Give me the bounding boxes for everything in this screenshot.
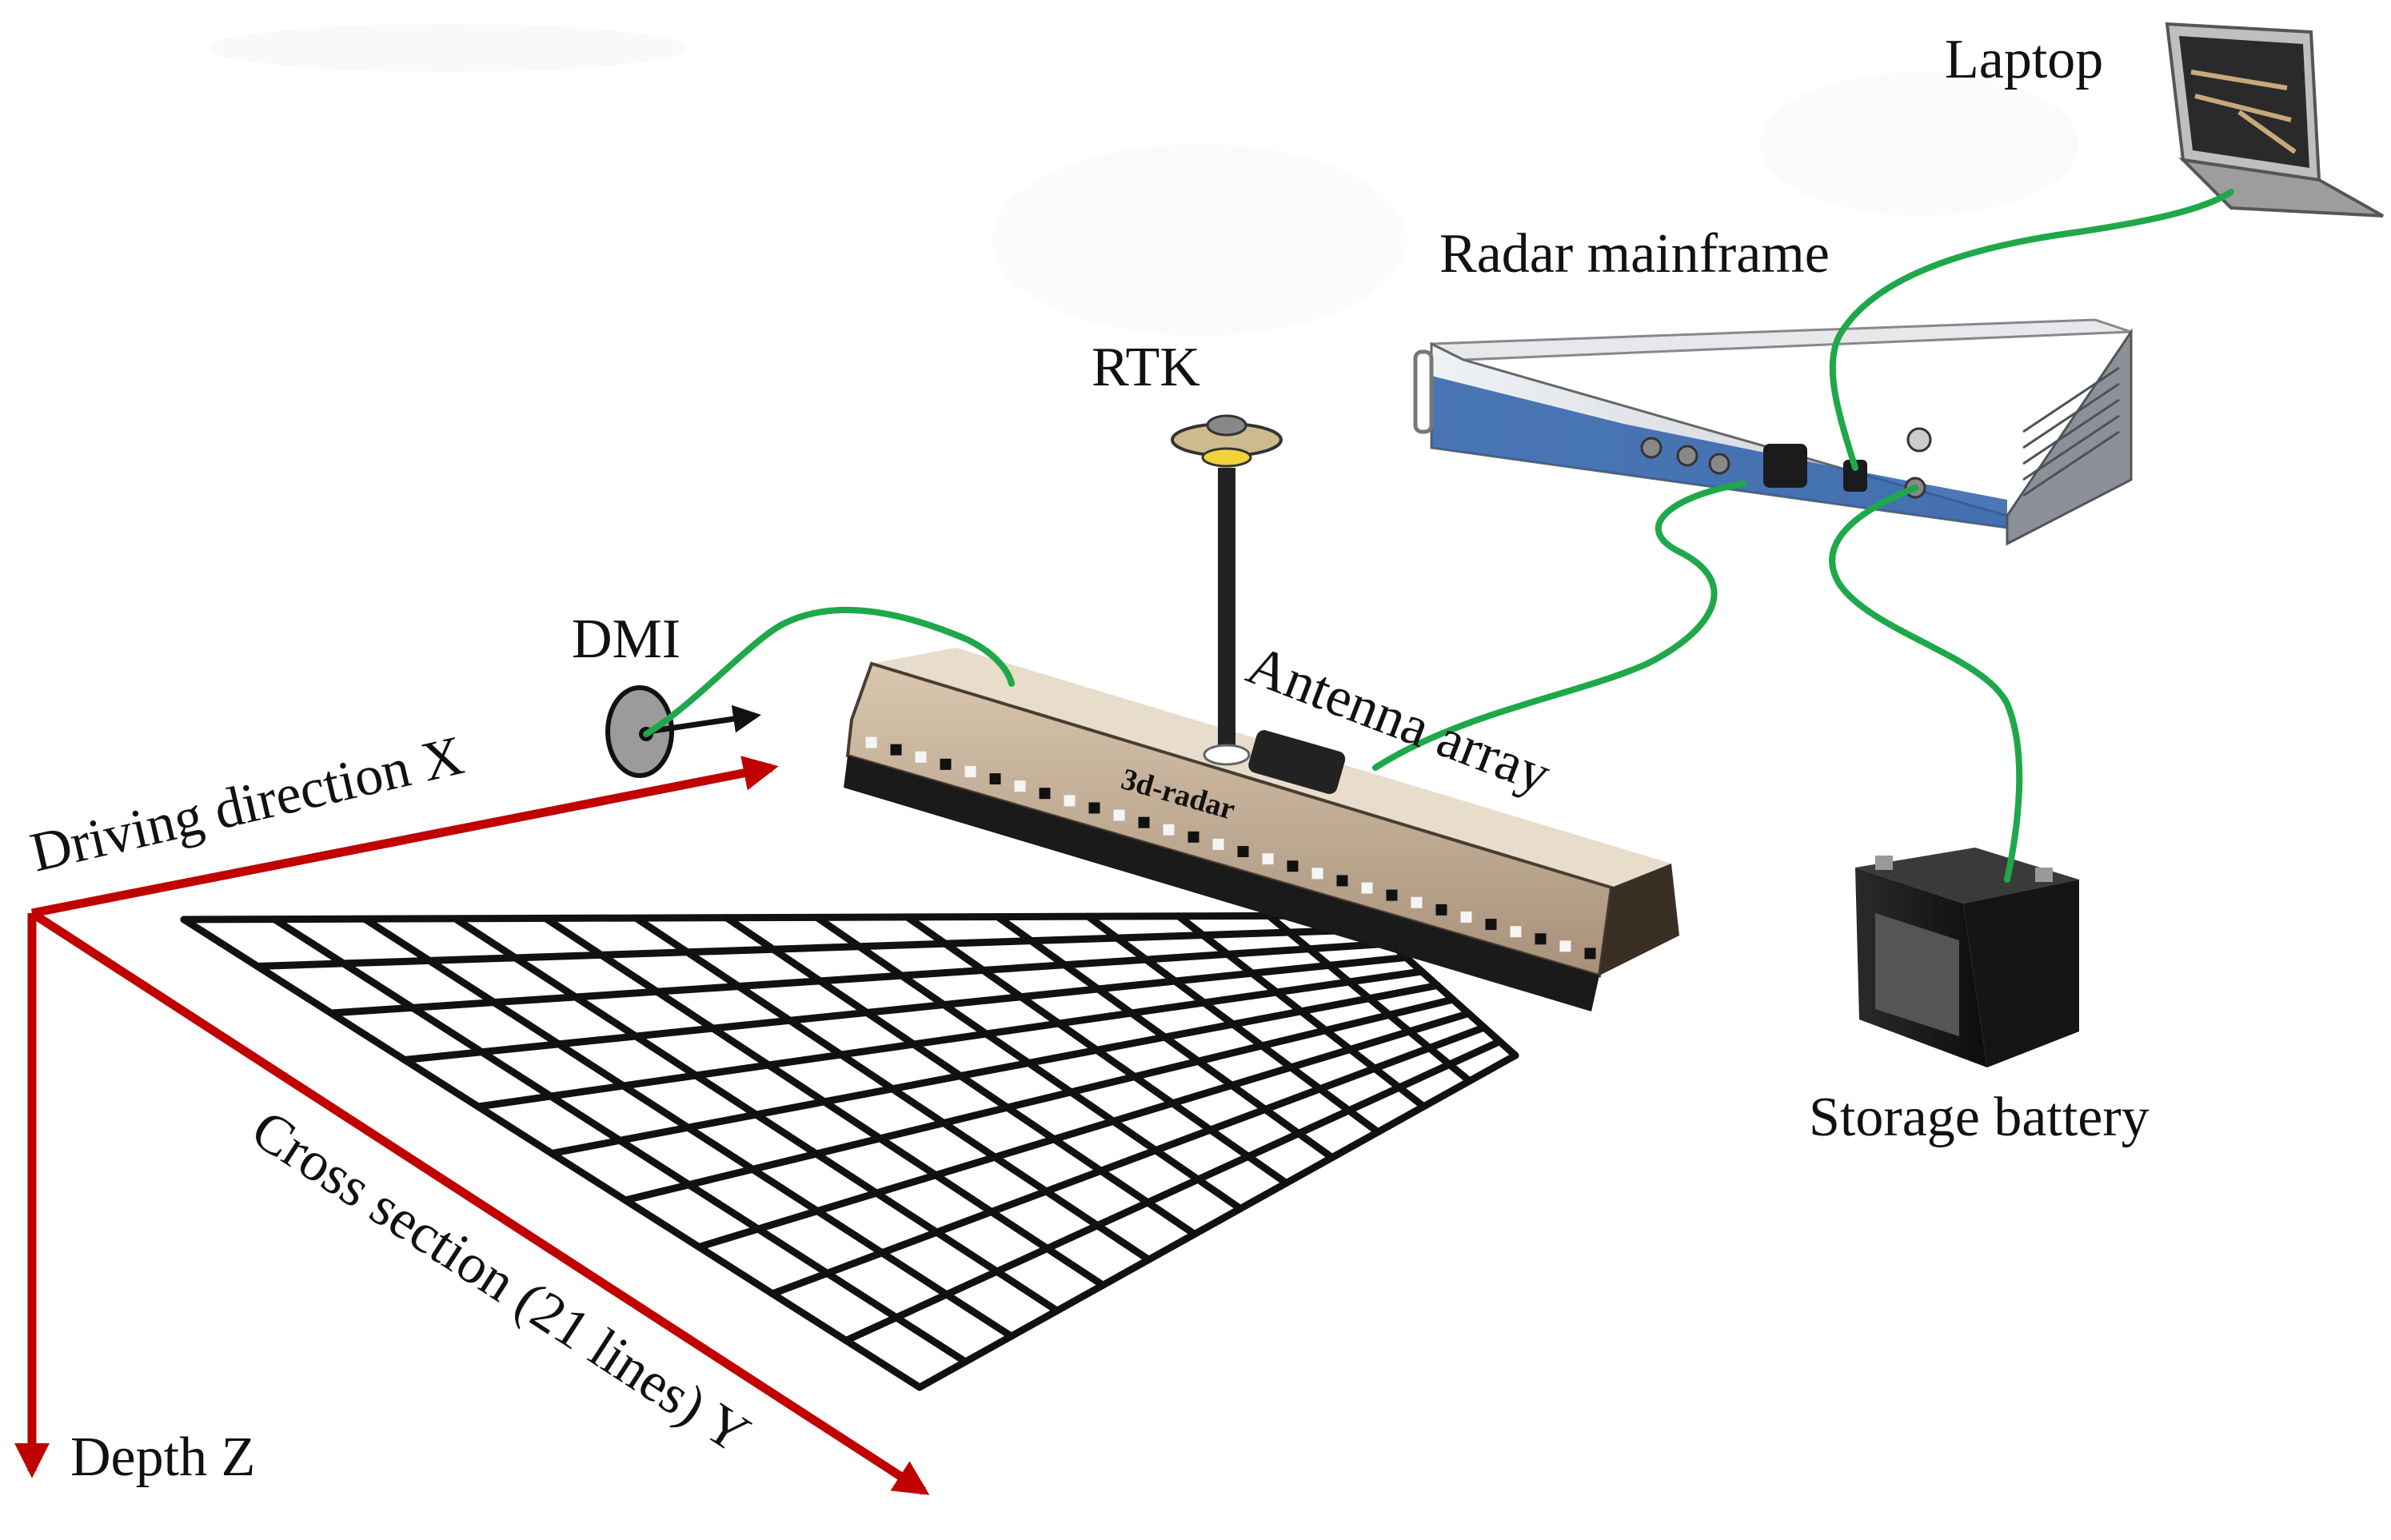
antenna-element bbox=[915, 751, 927, 763]
rtk-pole-base bbox=[1203, 744, 1251, 766]
antenna-connector-box bbox=[1248, 730, 1346, 795]
antenna-array: 3d-radar bbox=[844, 648, 1679, 1011]
mainframe-power-knob bbox=[1906, 427, 1932, 453]
antenna-element bbox=[1064, 795, 1076, 807]
antenna-element bbox=[1584, 948, 1596, 960]
battery-label-panel bbox=[1875, 912, 1959, 1037]
antenna-element bbox=[1411, 896, 1423, 908]
background-smudges bbox=[208, 24, 2079, 336]
antenna-element bbox=[1535, 933, 1547, 945]
laptop-keyboard-base bbox=[2178, 158, 2384, 217]
mainframe-vents bbox=[2022, 366, 2120, 497]
mainframe-antenna-connector bbox=[1763, 444, 1807, 488]
battery-terminal-pos bbox=[1875, 856, 1893, 870]
laptop-device bbox=[2165, 22, 2384, 217]
antenna-element bbox=[890, 744, 902, 756]
antenna-element bbox=[1510, 926, 1522, 938]
rtk-label: RTK bbox=[1092, 337, 1200, 398]
dmi-direction-arrow bbox=[647, 704, 761, 735]
cable-mainframe-to-battery bbox=[1829, 485, 2023, 883]
grid-line-transverse bbox=[842, 1038, 1503, 1344]
cable-dmi-to-antenna bbox=[643, 607, 1015, 737]
radar-mainframe-label: Radar mainframe bbox=[1439, 223, 1830, 285]
antenna-element bbox=[1485, 919, 1497, 931]
driving-direction-label: Driving direction X bbox=[25, 724, 469, 884]
antenna-element bbox=[1088, 802, 1100, 814]
grid-line-transverse bbox=[180, 912, 1363, 924]
mainframe-port-1 bbox=[1640, 437, 1663, 459]
antenna-element bbox=[1039, 788, 1051, 800]
measurement-grid bbox=[180, 912, 1519, 1391]
mainframe-port-2 bbox=[1676, 445, 1698, 467]
antenna-element bbox=[1212, 838, 1224, 850]
mainframe-side bbox=[2006, 328, 2133, 546]
antenna-element bbox=[1113, 809, 1125, 821]
antenna-element-row bbox=[865, 736, 1596, 960]
antenna-element bbox=[1262, 853, 1274, 865]
battery-top bbox=[1855, 848, 2079, 904]
antenna-element bbox=[1237, 846, 1249, 858]
dmi-label: DMI bbox=[572, 608, 681, 670]
antenna-element bbox=[865, 736, 877, 748]
antenna-element bbox=[1163, 824, 1175, 836]
battery-device bbox=[1855, 848, 2079, 1067]
battery-side bbox=[1963, 880, 2079, 1067]
grid-line-transverse bbox=[327, 940, 1395, 1017]
mainframe-laptop-port bbox=[1843, 460, 1867, 492]
grid-line-transverse bbox=[474, 967, 1426, 1111]
antenna-element bbox=[1435, 904, 1447, 916]
antenna-element bbox=[1460, 911, 1472, 923]
cable-antenna-to-mainframe bbox=[1372, 481, 1746, 771]
antenna-element bbox=[1287, 860, 1299, 872]
antenna-element bbox=[1188, 831, 1199, 843]
antenna-element bbox=[1014, 780, 1026, 792]
rtk-receiver bbox=[1171, 414, 1283, 766]
axes bbox=[14, 756, 930, 1495]
dmi-wheel bbox=[605, 685, 761, 778]
antenna-bottom-strip bbox=[844, 756, 1599, 1011]
mainframe-top bbox=[1431, 318, 2132, 361]
antenna-element bbox=[1138, 816, 1150, 828]
antenna-element bbox=[1311, 868, 1323, 880]
antenna-element bbox=[1386, 889, 1398, 901]
grid-line-transverse bbox=[401, 954, 1410, 1063]
storage-battery-label: Storage battery bbox=[1809, 1087, 2150, 1148]
grid-line-transverse bbox=[548, 982, 1441, 1157]
battery-terminal-neg bbox=[2035, 868, 2053, 882]
grid-line-transverse bbox=[916, 1051, 1519, 1391]
mainframe-handle-left bbox=[1413, 349, 1434, 434]
laptop-screen-streaks bbox=[2190, 70, 2297, 154]
antenna-end-face bbox=[1599, 864, 1679, 975]
antenna-element bbox=[989, 773, 1001, 785]
cross-section-label: Cross section (21 lines) Y bbox=[241, 1099, 760, 1466]
grid-line-transverse bbox=[621, 995, 1457, 1204]
antenna-element bbox=[964, 765, 976, 777]
axis-x bbox=[30, 756, 779, 918]
rtk-dome bbox=[1206, 414, 1247, 437]
rtk-band bbox=[1201, 447, 1252, 468]
laptop-label: Laptop bbox=[1945, 29, 2103, 90]
radar-mainframe-unit bbox=[1413, 318, 2133, 546]
grid-line-transverse bbox=[695, 1010, 1472, 1251]
antenna-element bbox=[1336, 875, 1348, 887]
cables bbox=[643, 189, 2234, 883]
mainframe-port-3 bbox=[1708, 453, 1730, 475]
laptop-screen bbox=[2179, 36, 2309, 168]
grid-line-transverse bbox=[768, 1023, 1488, 1298]
antenna-element bbox=[1559, 940, 1571, 952]
grid-line-transverse bbox=[253, 926, 1379, 970]
antenna-element bbox=[940, 758, 952, 770]
cable-mainframe-to-laptop bbox=[1829, 189, 2234, 471]
antenna-element bbox=[1361, 882, 1373, 894]
depth-label: Depth Z bbox=[70, 1426, 255, 1488]
rtk-pole bbox=[1218, 468, 1235, 752]
axis-y bbox=[30, 909, 930, 1495]
